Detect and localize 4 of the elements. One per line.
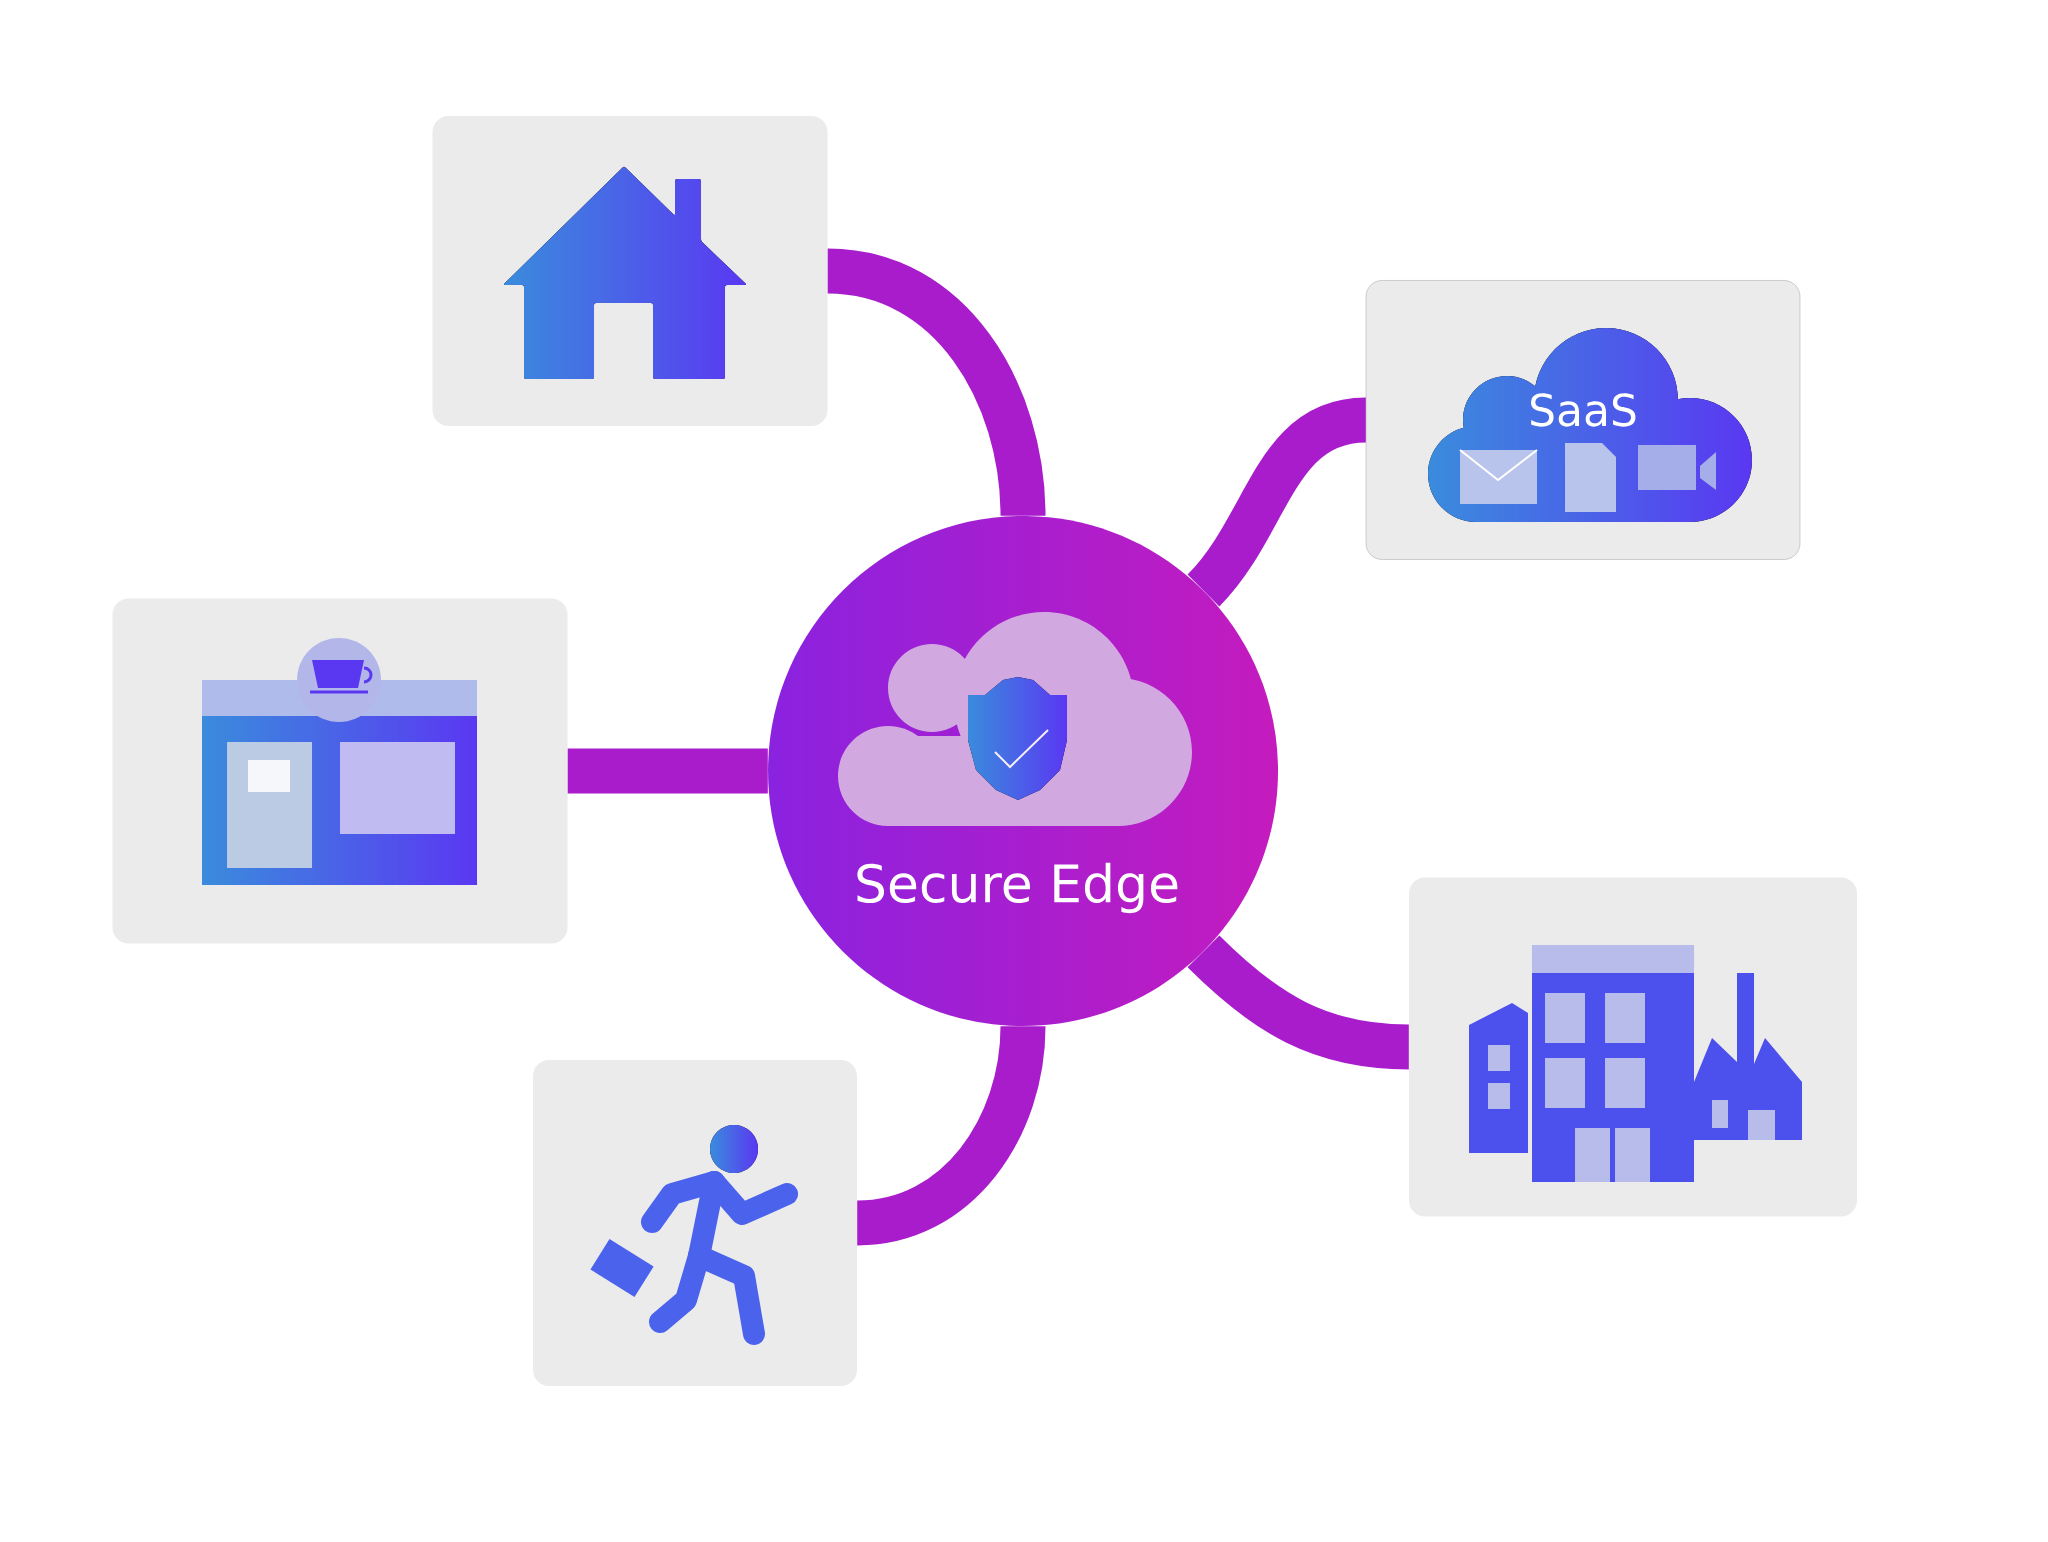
node-label: Secure Edge <box>857 862 1178 914</box>
connector-band <box>1186 397 1369 606</box>
connector-band <box>567 748 768 794</box>
cloud-label: SaaS <box>1531 393 1636 427</box>
